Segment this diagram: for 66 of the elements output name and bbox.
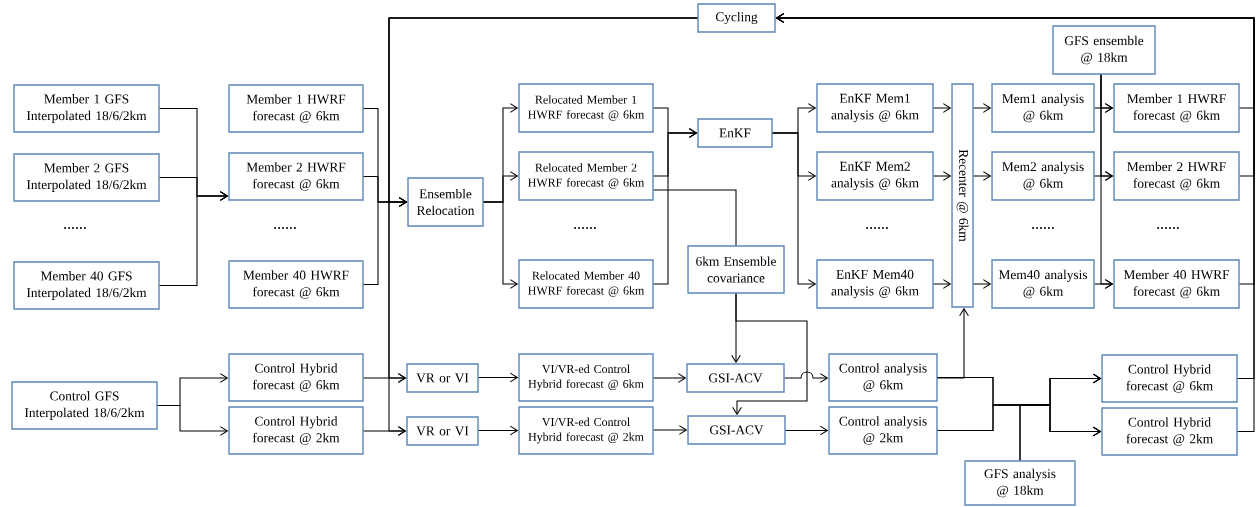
process-box: Member 2 HWRF forecast @ 6km [1113, 151, 1240, 201]
process-box: Control Hybrid forecast @ 6km [1101, 354, 1238, 403]
process-box: EnKF [697, 118, 773, 148]
arrow [157, 404, 229, 436]
process-box: Control GFS Interpolated 18/6/2km [11, 381, 158, 430]
arrow [772, 132, 817, 289]
arrow [732, 293, 808, 416]
ellipsis: ...... [574, 227, 596, 229]
process-box: Control analysis @ 2km [828, 406, 938, 455]
ellipsis: ...... [866, 227, 888, 229]
process-box: Relocated Member 2 HWRF forecast @ 6km [518, 151, 654, 201]
process-box: Recenter @ 6km [951, 83, 974, 308]
process-box: VR or VI [406, 416, 479, 446]
arrow [973, 279, 992, 289]
process-box: VI/VR-ed Control Hybrid forecast @ 6km [518, 353, 654, 402]
arrow [937, 307, 969, 379]
ellipsis: ...... [1032, 227, 1054, 229]
process-box: GSI-ACV [687, 415, 786, 445]
arrow [1019, 404, 1102, 461]
process-box: Member 40 HWRF forecast @ 6km [228, 260, 364, 309]
arrow [933, 279, 952, 289]
process-box: Control Hybrid forecast @ 6km [228, 353, 364, 402]
arrow [478, 425, 519, 436]
process-box: Cycling [697, 3, 776, 33]
process-box: Relocated Member 1 HWRF forecast @ 6km [518, 83, 654, 133]
process-box: Ensemble Relocation [407, 177, 484, 227]
ellipsis: ...... [274, 227, 296, 229]
process-box: Member 2 HWRF forecast @ 6km [228, 152, 364, 201]
process-box: Mem1 analysis @ 6km [991, 83, 1095, 133]
ellipsis: ...... [1157, 227, 1179, 229]
process-box: GFS ensemble @ 18km [1052, 25, 1156, 75]
process-box: Mem2 analysis @ 6km [991, 151, 1095, 201]
process-box: Member 40 GFS Interpolated 18/6/2km [13, 261, 160, 310]
arrow [653, 128, 698, 285]
arrow [933, 103, 952, 113]
arrow [973, 103, 992, 113]
process-box: Member 1 HWRF forecast @ 6km [228, 84, 364, 133]
arrow [973, 171, 992, 181]
arrow [784, 371, 829, 383]
process-box: GSI-ACV [686, 363, 785, 393]
connector-line [653, 189, 737, 246]
process-box: Member 40 HWRF forecast @ 6km [1113, 259, 1240, 309]
ellipsis: ...... [64, 227, 86, 229]
process-box: Control Hybrid forecast @ 2km [1101, 407, 1238, 456]
arrow [483, 201, 519, 289]
process-box: 6km Ensemble covariance [687, 245, 785, 294]
process-box: EnKF Mem40 analysis @ 6km [816, 259, 934, 309]
process-box: EnKF Mem2 analysis @ 6km [816, 151, 934, 201]
arrow [1100, 74, 1114, 289]
process-box: Relocated Member 40 HWRF forecast @ 6km [518, 259, 654, 309]
arrow [159, 191, 229, 287]
process-box: Control Hybrid forecast @ 2km [228, 406, 364, 455]
process-box: VI/VR-ed Control Hybrid forecast @ 2km [518, 406, 654, 455]
process-box: Member 1 HWRF forecast @ 6km [1113, 83, 1240, 133]
process-box: Member 1 GFS Interpolated 18/6/2km [13, 84, 160, 133]
process-box: EnKF Mem1 analysis @ 6km [816, 83, 934, 133]
process-box: Mem40 analysis @ 6km [991, 259, 1095, 309]
arrow [478, 372, 519, 383]
process-box: Member 2 GFS Interpolated 18/6/2km [13, 153, 160, 202]
process-box: Control analysis @ 6km [828, 353, 938, 402]
arrow [933, 171, 952, 181]
arrow [653, 425, 688, 435]
process-box: GFS analysis @ 18km [964, 460, 1076, 506]
arrow [653, 373, 687, 383]
process-box: VR or VI [406, 363, 479, 393]
arrow [785, 425, 829, 436]
